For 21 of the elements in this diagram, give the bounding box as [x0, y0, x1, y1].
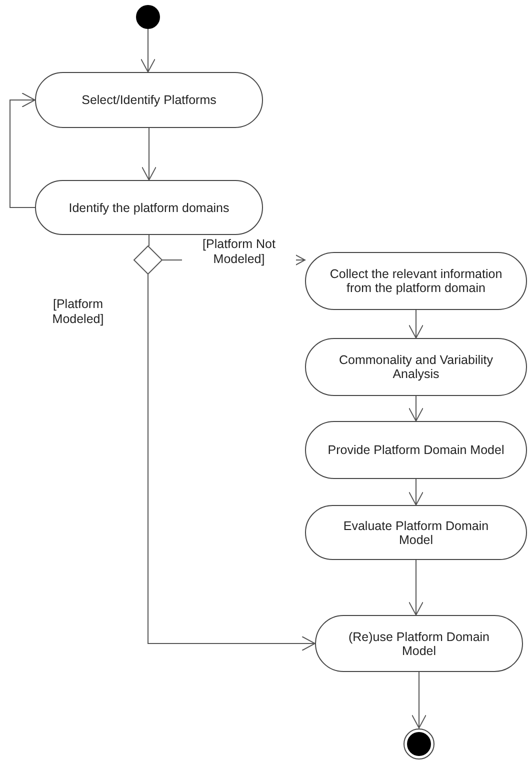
- action-label: Commonality and Variability Analysis: [338, 353, 494, 381]
- arrow: [10, 92, 36, 208]
- final-node: [403, 728, 435, 760]
- arrow: [408, 478, 424, 506]
- arrow: [412, 672, 426, 728]
- action-label: Provide Platform Domain Model: [328, 443, 504, 457]
- arrow: [408, 560, 424, 616]
- action-label: Identify the platform domains: [68, 200, 230, 214]
- action-label: (Re)use Platform Domain Model: [347, 630, 490, 658]
- decision-diamond: [134, 246, 162, 274]
- action-label: Select/Identify Platforms: [82, 93, 216, 107]
- action-node: [305, 252, 527, 310]
- action-label: Evaluate Platform Domain Model: [342, 518, 490, 546]
- arrow: [148, 274, 316, 651]
- initial-node: [136, 5, 160, 29]
- arrow: [140, 28, 156, 72]
- arrow: [408, 396, 424, 422]
- edge-label: [Platform Not Modeled]: [182, 237, 296, 267]
- arrow: [142, 128, 156, 180]
- action-label: Collect the relevant information from the platform domain: [328, 267, 504, 295]
- arrow: [408, 310, 424, 338]
